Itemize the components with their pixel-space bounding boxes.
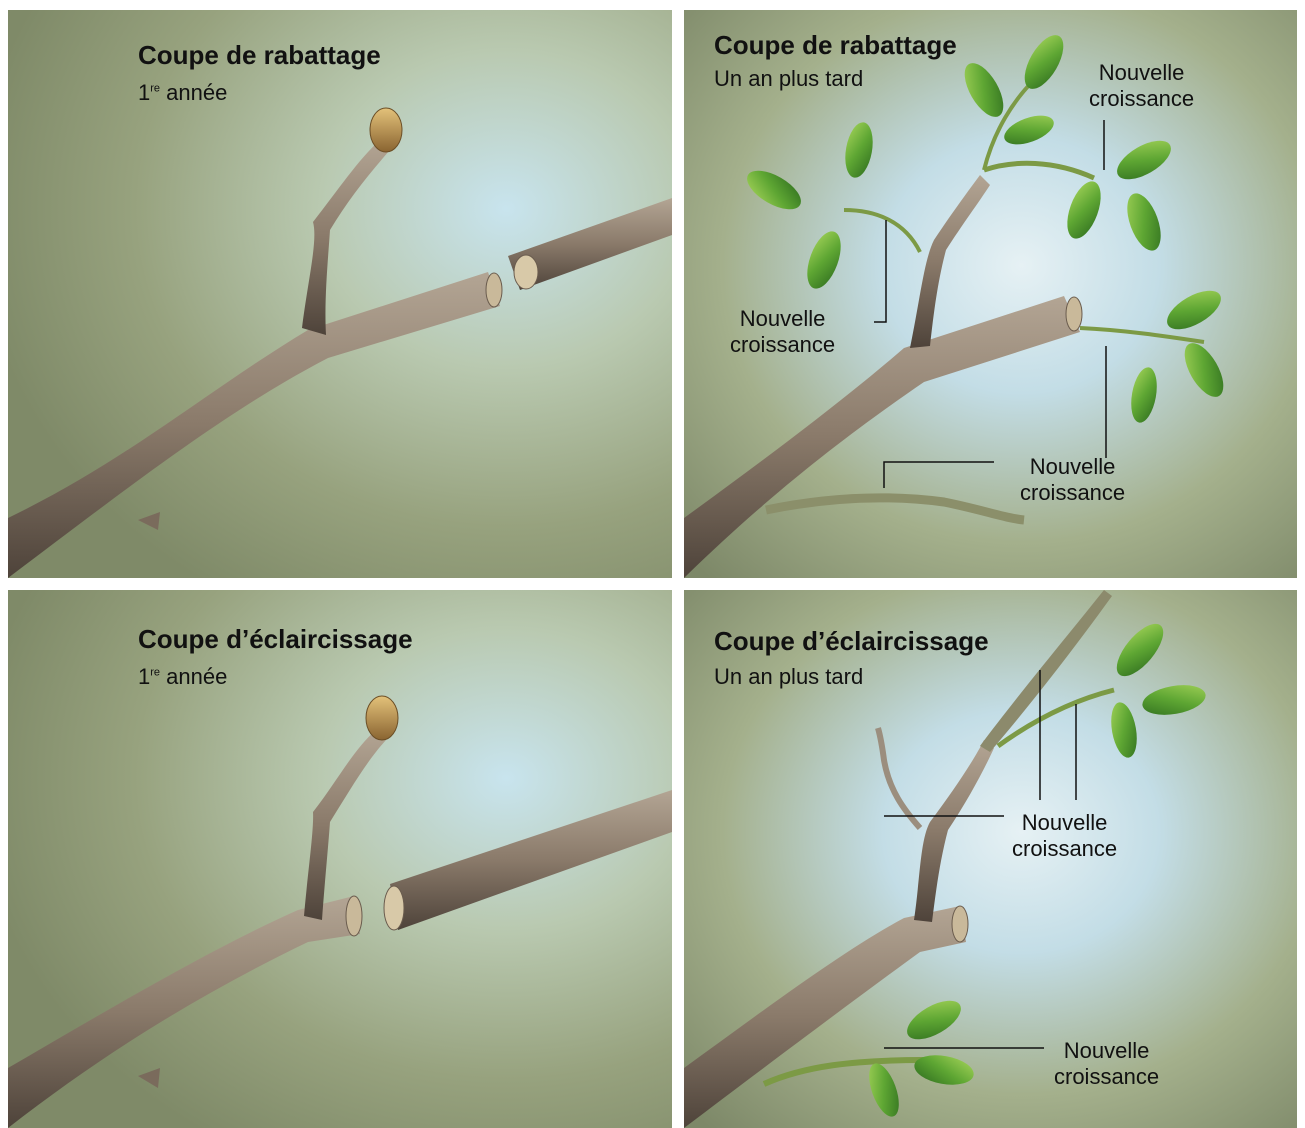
panel-title: Coupe de rabattage [714,30,957,61]
bud-icon [366,696,398,740]
panel-heading-cut-year-one: Coupe de rabattage 1re année [8,10,672,578]
panel-subtitle: 1re année [138,80,227,106]
branch-illustration [8,590,672,1128]
panel-subtitle: 1re année [138,664,227,690]
panel-heading-cut-one-year-later: Coupe de rabattage Un an plus tard Nouve… [684,10,1297,578]
bud-icon [370,108,402,152]
panel-subtitle: Un an plus tard [714,66,863,92]
panel-title: Coupe de rabattage [138,40,381,71]
panel-thinning-cut-one-year-later: Coupe d’éclaircissage Un an plus tard No… [684,590,1297,1128]
panel-title: Coupe d’éclaircissage [714,626,989,657]
panel-subtitle: Un an plus tard [714,664,863,690]
panel-thinning-cut-year-one: Coupe d’éclaircissage 1re année [8,590,672,1128]
panel-title: Coupe d’éclaircissage [138,624,413,655]
branch-illustration [8,10,672,578]
branch-illustration [684,10,1297,578]
